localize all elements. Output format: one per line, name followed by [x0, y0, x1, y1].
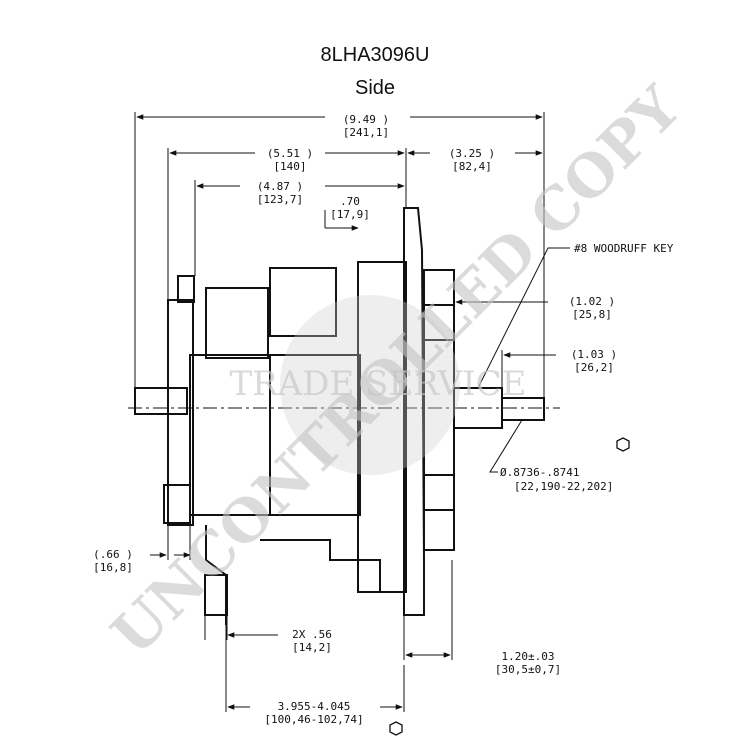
view-label: Side — [354, 77, 396, 99]
battery-terminal — [134, 387, 188, 415]
rear-to-front-mm: [123,7] — [257, 193, 303, 206]
watermark-brand: TRADE SERVICE — [229, 364, 526, 404]
rear-to-fan-mm: [140] — [273, 160, 306, 173]
fan-to-shaft-in: (3.25 ) — [449, 147, 495, 160]
tolerance-symbol-spacing — [389, 721, 403, 736]
overall-length-mm: [241,1] — [343, 126, 389, 139]
rear-cap — [167, 299, 194, 526]
mount-ear — [204, 574, 228, 616]
mount-width-mm: [30,5±0,7] — [495, 663, 561, 676]
mount-holes-in: 2X .56 — [292, 628, 332, 641]
terminal-offset-in: (.66 ) — [93, 548, 133, 561]
rear-to-front-in: (4.87 ) — [257, 180, 303, 193]
shaft-diameter-in: Ø.8736-.8741 — [500, 466, 579, 479]
shaft-extension-in: (1.03 ) — [571, 348, 617, 361]
drive-housing — [357, 261, 407, 593]
terminal-offset-mm: [16,8] — [93, 561, 133, 574]
watermark-circle — [280, 295, 460, 475]
top-terminal — [177, 275, 195, 303]
part-number-title: 8LHA3096U — [320, 44, 430, 66]
flange-offset-in: .70 — [340, 195, 360, 208]
rear-to-fan-in: (5.51 ) — [267, 147, 313, 160]
woodruff-key-label: #8 WOODRUFF KEY — [574, 242, 674, 255]
mount-spacing-mm: [100,46-102,74] — [264, 713, 363, 726]
brush-holder — [269, 267, 337, 337]
stator — [269, 354, 361, 516]
flange-offset-mm: [17,9] — [330, 208, 370, 221]
fan-to-shaft-mm: [82,4] — [452, 160, 492, 173]
key-position-mm: [25,8] — [572, 308, 612, 321]
mount-width-in: 1.20±.03 — [502, 650, 555, 663]
key-position-in: (1.02 ) — [569, 295, 615, 308]
shaft-extension-mm: [26,2] — [574, 361, 614, 374]
regulator-box — [205, 287, 269, 359]
dimension-lines — [134, 112, 570, 712]
dimension-labels: (9.49 ) [241,1] (5.51 ) [140] (3.25 ) [8… — [93, 113, 674, 726]
tolerance-symbol-shaft — [616, 437, 630, 452]
overall-length-in: (9.49 ) — [343, 113, 389, 126]
shaft-diameter-mm: [22,190-22,202] — [514, 480, 613, 493]
alternator-outline — [134, 207, 545, 625]
mount-holes-mm: [14,2] — [292, 641, 332, 654]
ground-terminal — [163, 484, 191, 524]
shaft — [501, 397, 545, 421]
mount-spacing-in: 3.955-4.045 — [278, 700, 351, 713]
